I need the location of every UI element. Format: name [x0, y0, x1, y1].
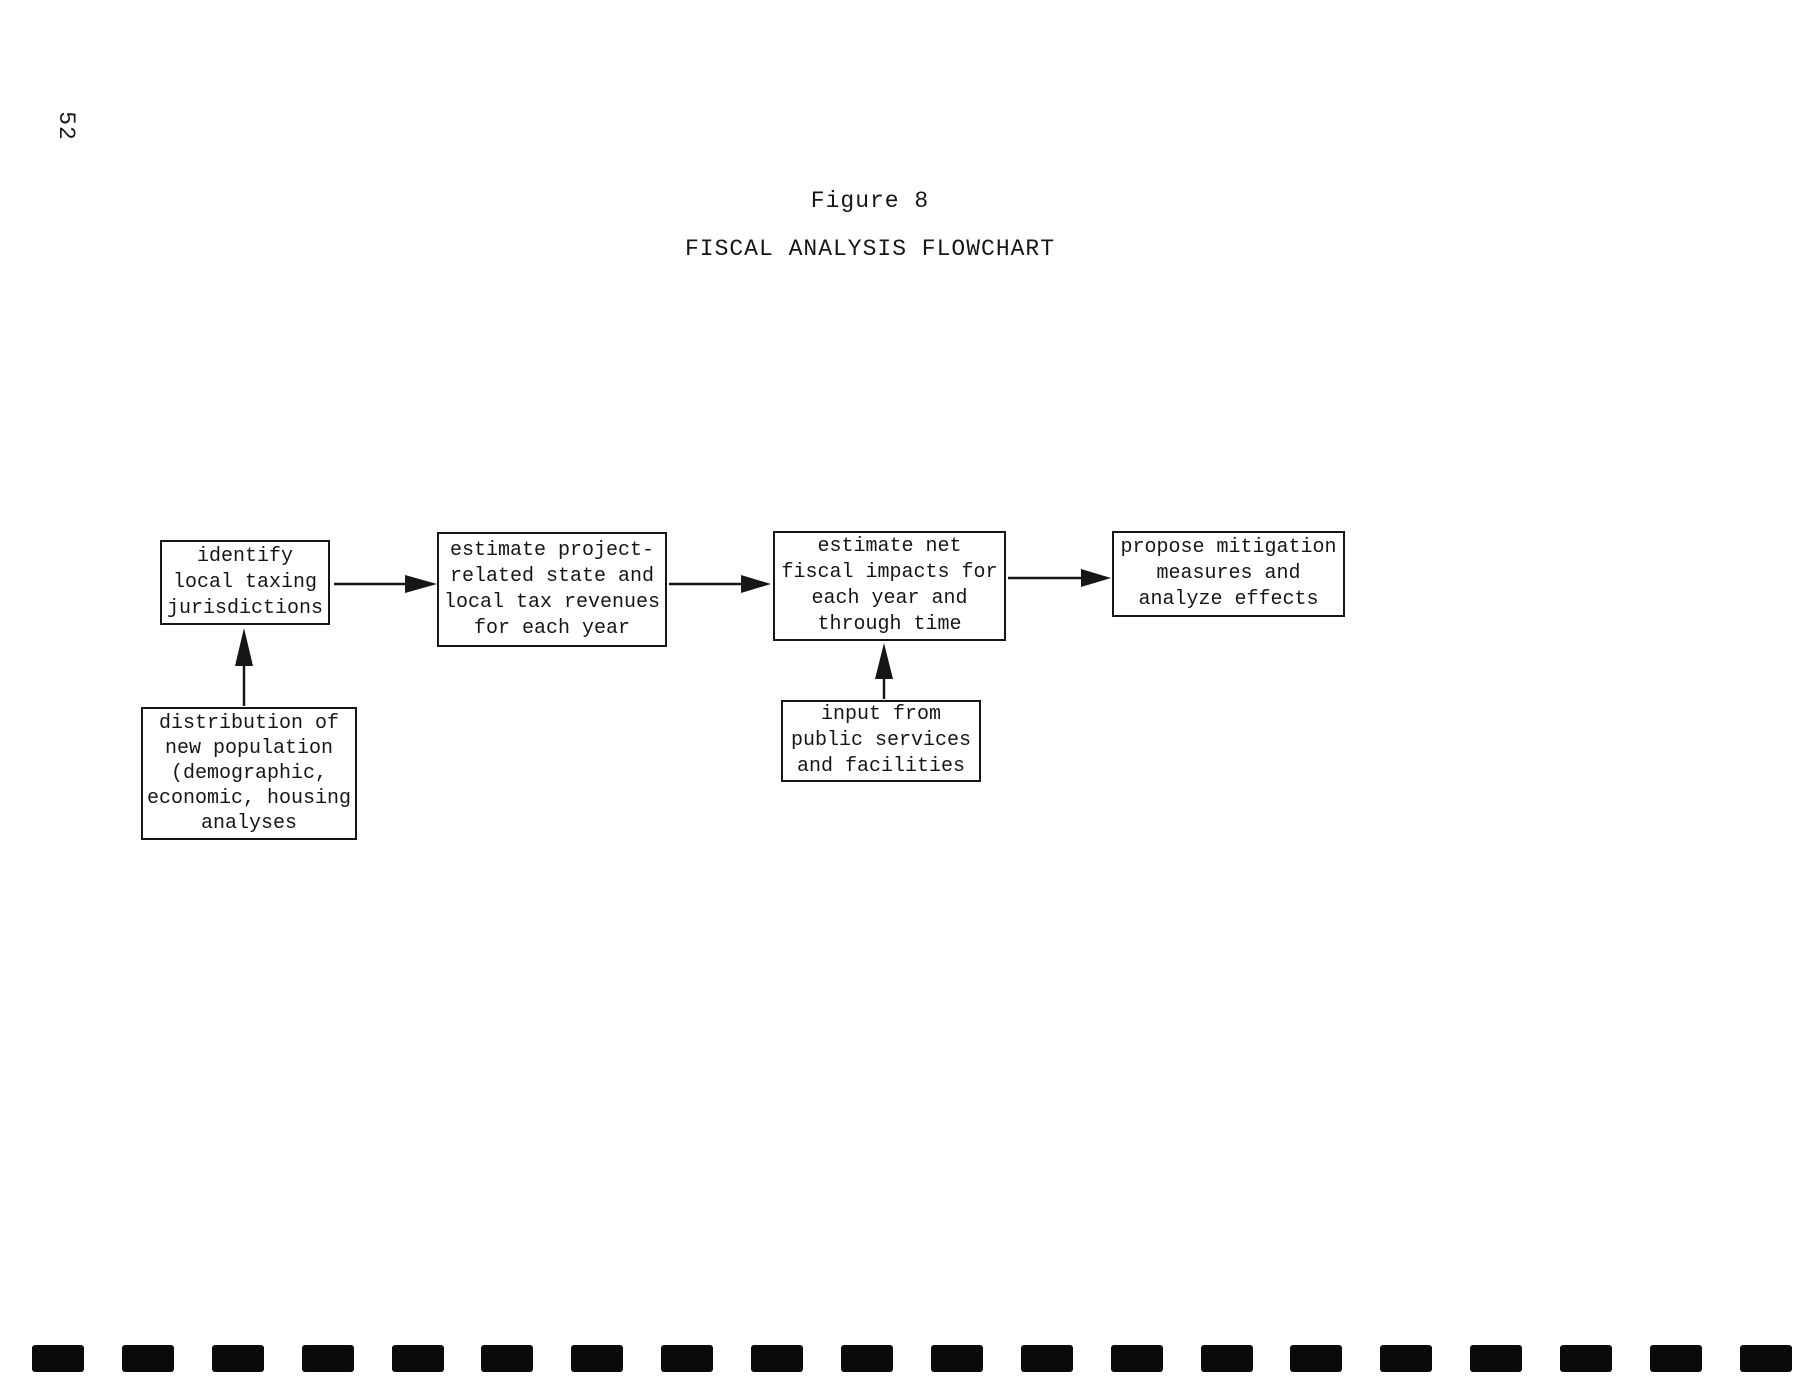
perforation-mark: [121, 1345, 174, 1372]
figure-label: Figure 8: [810, 188, 930, 214]
perforation-mark: [1200, 1345, 1253, 1372]
perforation-mark: [1290, 1345, 1343, 1372]
perforation-mark: [1650, 1345, 1703, 1372]
perforation-mark: [481, 1345, 534, 1372]
perforation-mark: [751, 1345, 804, 1372]
flow-box-estimate-net-impacts: estimate net fiscal impacts for each yea…: [773, 531, 1006, 641]
perforation-mark: [211, 1345, 264, 1372]
perforation-mark: [571, 1345, 624, 1372]
arrow-revenues-to-impacts: [669, 575, 771, 593]
figure-title: FISCAL ANALYSIS FLOWCHART: [684, 236, 1056, 262]
arrow-distribution-to-identify: [235, 628, 253, 706]
figure-heading: Figure 8 FISCAL ANALYSIS FLOWCHART: [560, 188, 1180, 262]
page-number: 52: [53, 111, 79, 141]
flow-box-population-distribution: distribution of new population (demograp…: [141, 707, 357, 840]
perforation-mark: [1739, 1345, 1792, 1372]
perforation-mark: [661, 1345, 714, 1372]
flow-box-propose-mitigation: propose mitigation measures and analyze …: [1112, 531, 1345, 617]
flow-box-text: identify local taxing jurisdictions: [166, 544, 324, 620]
arrow-identify-to-revenues: [334, 575, 437, 593]
perforation-mark: [1380, 1345, 1433, 1372]
perforation-mark: [1470, 1345, 1523, 1372]
flow-box-identify-jurisdictions: identify local taxing jurisdictions: [160, 540, 330, 625]
flow-box-text: distribution of new population (demograp…: [146, 712, 352, 835]
perforation-mark: [1020, 1345, 1073, 1372]
binding-perforation-strip: [32, 1345, 1792, 1372]
perforation-mark: [841, 1345, 894, 1372]
perforation-mark: [1110, 1345, 1163, 1372]
perforation-mark: [391, 1345, 444, 1372]
flow-box-text: estimate net fiscal impacts for each yea…: [781, 535, 998, 636]
flow-box-text: propose mitigation measures and analyze …: [1120, 536, 1337, 611]
flow-box-text: estimate project- related state and loca…: [443, 538, 661, 640]
perforation-mark: [1560, 1345, 1613, 1372]
flow-box-estimate-tax-revenues: estimate project- related state and loca…: [437, 532, 667, 647]
flow-box-text: input from public services and facilitie…: [790, 703, 972, 778]
perforation-mark: [32, 1345, 84, 1372]
perforation-mark: [301, 1345, 354, 1372]
flow-box-public-services-input: input from public services and facilitie…: [781, 700, 981, 782]
arrow-impacts-to-mitigation: [1008, 569, 1111, 587]
perforation-mark: [930, 1345, 983, 1372]
arrow-services-to-impacts: [875, 643, 893, 699]
